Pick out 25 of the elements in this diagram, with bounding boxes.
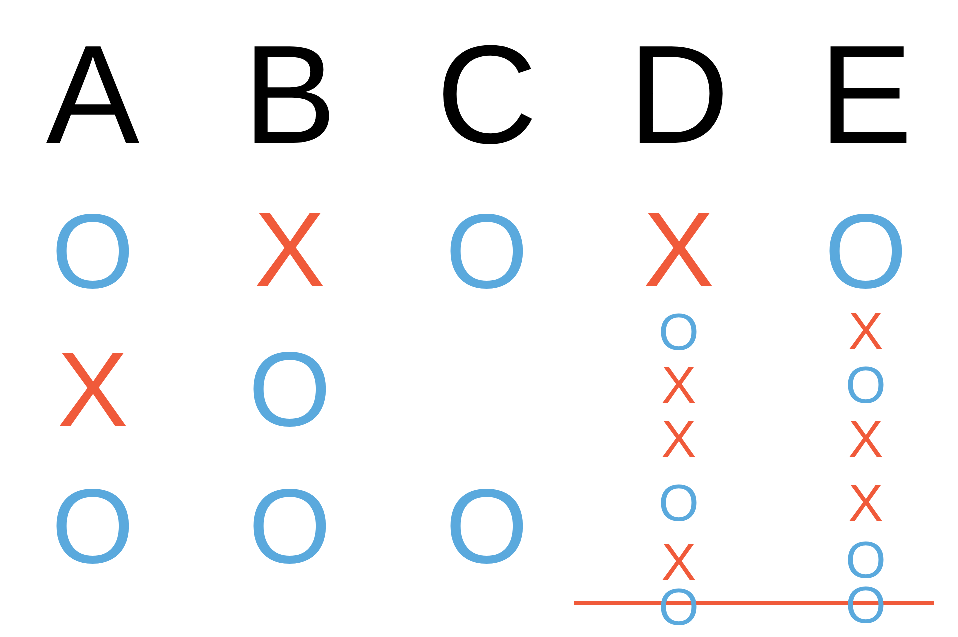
circle-mark: O [658, 307, 700, 359]
cross-mark: X [848, 414, 884, 466]
cross-mark: X [848, 306, 884, 358]
circle-mark: O [446, 199, 528, 305]
circle-mark: O [846, 360, 886, 412]
circle-mark: O [52, 474, 134, 580]
column-heading: A [46, 25, 140, 165]
circle-mark: O [248, 474, 332, 580]
column-heading: C [436, 25, 538, 165]
circle-mark: O [446, 474, 528, 580]
cross-mark: X [662, 537, 696, 589]
cross-mark: X [662, 414, 696, 466]
cross-mark: X [662, 360, 696, 412]
circle-mark: O [52, 199, 134, 305]
circle-mark: O [824, 199, 908, 305]
column-heading: E [819, 25, 913, 165]
cross-mark: X [848, 478, 884, 530]
circle-mark: O [846, 535, 886, 587]
circle-mark: O [248, 337, 332, 443]
column-heading: D [628, 25, 730, 165]
cross-mark: X [644, 197, 714, 303]
cross-mark: X [254, 197, 326, 303]
cross-mark: X [58, 337, 128, 443]
column-heading: B [243, 25, 337, 165]
circle-mark: O [658, 478, 700, 530]
